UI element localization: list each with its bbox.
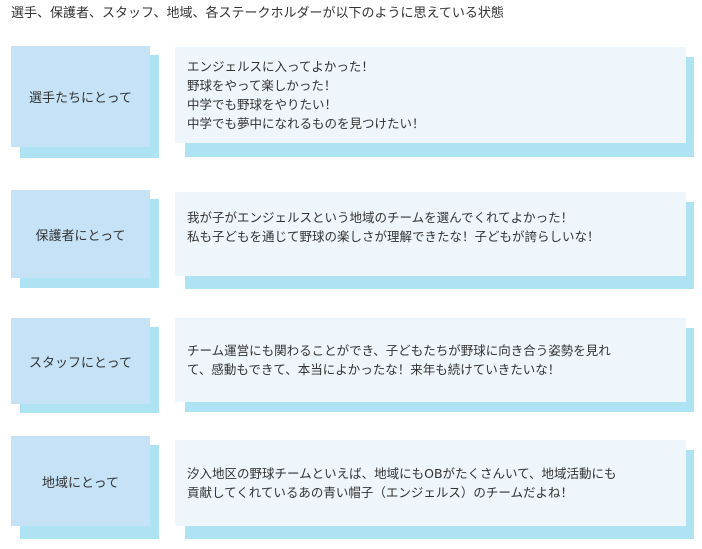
message-line: エンジェルスに入ってよかった！: [187, 59, 374, 74]
message-line: 野球をやって楽しかった！: [187, 78, 337, 93]
stakeholder-row-staff: スタッフにとって チーム運営にも関わることができ、子どもたちが野球に向き合う姿勢…: [0, 318, 702, 414]
stakeholder-message-card: エンジェルスに入ってよかった！ 野球をやって楽しかった！ 中学でも野球をやりたい…: [175, 47, 696, 157]
stakeholder-row-community: 地域にとって 汐入地区の野球チームといえば、地域にもOBがたくさんいて、地域活動…: [0, 436, 702, 541]
message-line: 中学でも野球をやりたい！: [187, 97, 338, 112]
stakeholder-message-card: 我が子がエンジェルスという地域のチームを選んでくれてよかった！ 私も子どもを通じ…: [175, 192, 696, 289]
message-line: 中学でも夢中になれるものを見つけたい！: [187, 116, 425, 131]
stakeholder-row-players: 選手たちにとって エンジェルスに入ってよかった！ 野球をやって楽しかった！ 中学…: [0, 46, 702, 158]
stakeholder-message-card: チーム運営にも関わることができ、子どもたちが野球に向き合う姿勢を見れ て、感動も…: [175, 318, 696, 413]
stakeholder-label: 保護者にとって: [11, 190, 150, 278]
stakeholder-label: 地域にとって: [11, 436, 150, 526]
stakeholder-label: 選手たちにとって: [11, 46, 150, 147]
stakeholder-message-card: 汐入地区の野球チームといえば、地域にもOBがたくさんいて、地域活動にも 貢献して…: [175, 440, 696, 540]
stakeholder-label-card: 地域にとって: [11, 436, 159, 541]
message-line: 我が子がエンジェルスという地域のチームを選んでくれてよかった！: [187, 210, 574, 225]
stakeholder-message: エンジェルスに入ってよかった！ 野球をやって楽しかった！ 中学でも野球をやりたい…: [175, 47, 686, 143]
stakeholder-message: 我が子がエンジェルスという地域のチームを選んでくれてよかった！ 私も子どもを通じ…: [175, 192, 686, 276]
message-line: チーム運営にも関わることができ、子どもたちが野球に向き合う姿勢を見れ: [187, 343, 611, 358]
message-line: 私も子どもを通じて野球の楽しさが理解できたな！子どもが誇らしいな！: [187, 229, 600, 244]
message-line: 汐入地区の野球チームといえば、地域にもOBがたくさんいて、地域活動にも: [187, 466, 617, 481]
message-line: て、感動もできて、本当によかったな！来年も続けていきたいな！: [187, 362, 561, 377]
message-line: 貢献してくれているあの青い帽子（エンジェルス）のチームだよね！: [187, 485, 574, 500]
stakeholder-label: スタッフにとって: [11, 318, 150, 404]
stakeholder-label-card: 保護者にとって: [11, 190, 159, 290]
stakeholder-row-guardians: 保護者にとって 我が子がエンジェルスという地域のチームを選んでくれてよかった！ …: [0, 190, 702, 290]
stakeholder-label-card: スタッフにとって: [11, 318, 159, 414]
stakeholder-message: チーム運営にも関わることができ、子どもたちが野球に向き合う姿勢を見れ て、感動も…: [175, 318, 686, 402]
intro-text: 選手、保護者、スタッフ、地域、各ステークホルダーが以下のように思えている状態: [11, 6, 504, 21]
stakeholder-label-card: 選手たちにとって: [11, 46, 159, 158]
stakeholder-message: 汐入地区の野球チームといえば、地域にもOBがたくさんいて、地域活動にも 貢献して…: [175, 440, 686, 526]
